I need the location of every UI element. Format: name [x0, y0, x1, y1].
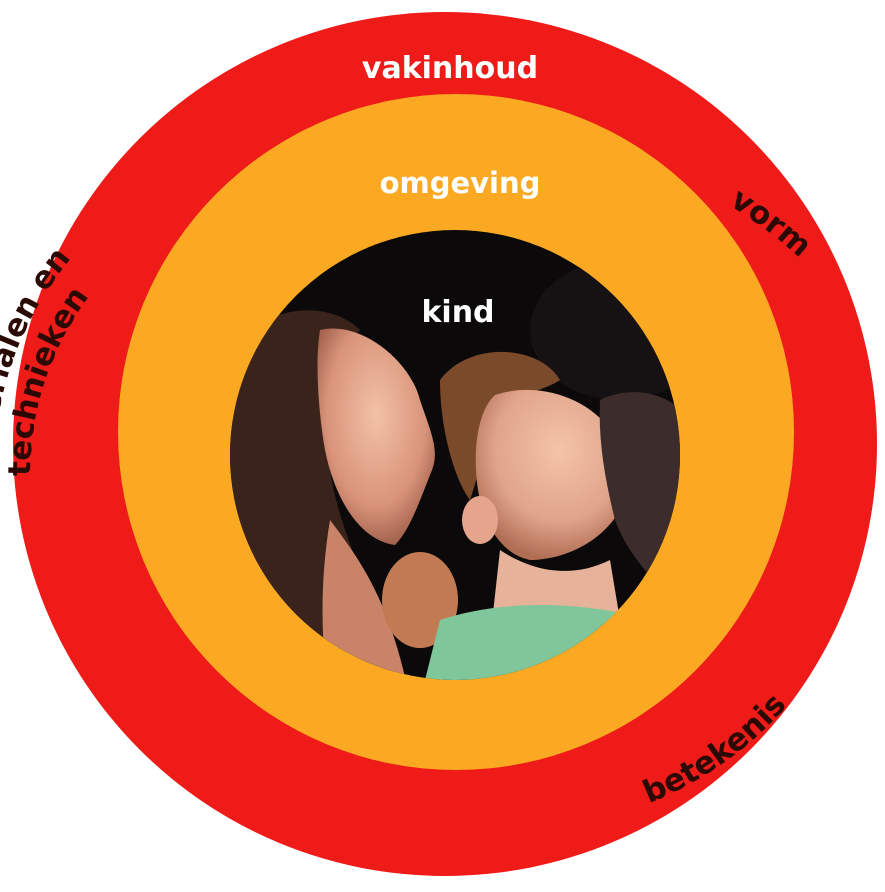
center-title: kind [421, 295, 494, 330]
middle-ring-title: omgeving [380, 166, 541, 200]
outer-ring-title: vakinhoud [362, 51, 538, 86]
